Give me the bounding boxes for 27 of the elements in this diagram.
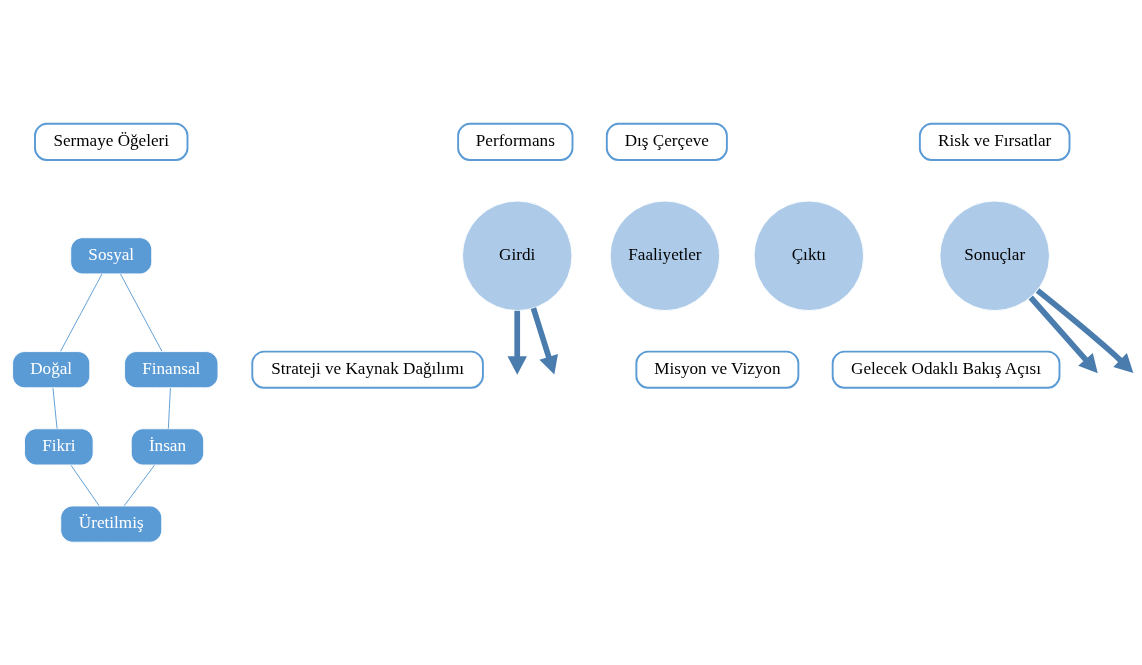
node-box: Performans: [457, 122, 574, 161]
node-circle: Çıktı: [753, 200, 865, 311]
connector: [167, 387, 171, 429]
node-box: Sermaye Öğeleri: [34, 122, 189, 161]
arrow: [530, 306, 558, 375]
arrow: [1028, 295, 1098, 373]
node-circle: Girdi: [461, 200, 573, 311]
connector: [70, 464, 100, 506]
node-box: Finansal: [124, 350, 219, 388]
node-box: Strateji ve Kaynak Dağılımı: [251, 350, 484, 389]
node-box: Dış Çerçeve: [605, 122, 728, 161]
connector: [120, 273, 163, 352]
node-box: Fikri: [24, 427, 94, 465]
node-box: İnsan: [130, 427, 205, 465]
node-circle: Faaliyetler: [609, 200, 721, 311]
connector: [123, 464, 155, 506]
node-box: Risk ve Fırsatlar: [918, 122, 1071, 161]
connector: [52, 387, 58, 429]
node-circle: Sonuçlar: [939, 200, 1050, 311]
node-box: Misyon ve Vizyon: [635, 350, 800, 389]
arrow: [507, 310, 527, 375]
arrow: [1035, 287, 1134, 373]
connector: [60, 273, 103, 352]
node-box: Doğal: [12, 350, 91, 388]
node-box: Gelecek Odaklı Bakış Açısı: [831, 350, 1061, 389]
node-box: Sosyal: [70, 236, 153, 274]
node-box: Üretilmiş: [60, 505, 163, 543]
